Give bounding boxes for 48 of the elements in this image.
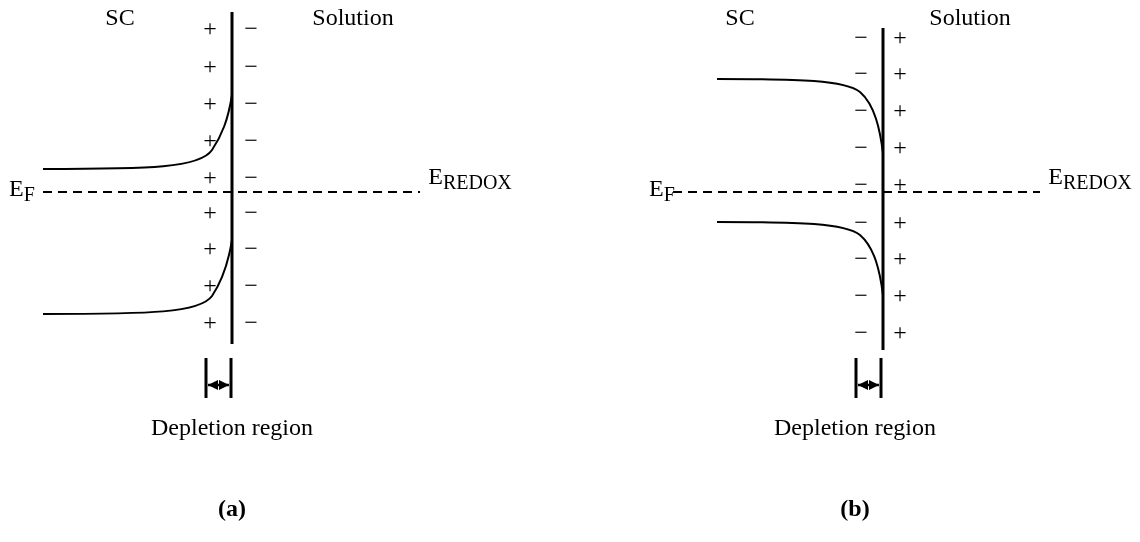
charge-sign: +	[893, 320, 907, 344]
charge-sign: −	[854, 135, 868, 159]
dimension-label: Depletion region	[151, 415, 313, 439]
charge-sign: −	[854, 98, 868, 122]
charge-sign: −	[244, 200, 258, 224]
charge-sign: −	[244, 128, 258, 152]
charge-sign: −	[244, 165, 258, 189]
charge-sign: −	[854, 25, 868, 49]
charge-sign: +	[203, 91, 217, 115]
charge-sign: +	[893, 246, 907, 270]
charge-sign: −	[244, 91, 258, 115]
charge-sign: −	[854, 246, 868, 270]
energy-level-label: E$_{REDOX}$	[1048, 163, 1132, 193]
charge-sign: −	[244, 236, 258, 260]
charge-sign: +	[893, 25, 907, 49]
region-label: Solution	[312, 5, 394, 29]
charge-sign: −	[244, 16, 258, 40]
charge-sign: +	[893, 172, 907, 196]
charge-sign: −	[854, 210, 868, 234]
charge-sign: −	[244, 310, 258, 334]
charge-sign: +	[203, 310, 217, 334]
charge-sign: −	[854, 61, 868, 85]
charge-sign: −	[244, 273, 258, 297]
charge-sign: −	[854, 283, 868, 307]
charge-sign: +	[203, 16, 217, 40]
region-label: Solution	[929, 5, 1011, 29]
charge-sign: +	[203, 165, 217, 189]
charge-sign: +	[203, 128, 217, 152]
charge-sign: +	[893, 61, 907, 85]
energy-level-label: E$_{F}$	[649, 175, 675, 205]
charge-sign: −	[854, 320, 868, 344]
panel-caption: (b)	[840, 496, 870, 520]
panel-caption: (a)	[218, 496, 246, 520]
dimension-label: Depletion region	[774, 415, 936, 439]
charge-sign: −	[854, 172, 868, 196]
charge-sign: +	[893, 210, 907, 234]
charge-sign: +	[893, 135, 907, 159]
charge-sign: +	[203, 200, 217, 224]
charge-sign: +	[203, 236, 217, 260]
charge-sign: +	[203, 54, 217, 78]
charge-sign: −	[244, 54, 258, 78]
charge-sign: +	[893, 283, 907, 307]
charge-sign: +	[893, 98, 907, 122]
energy-level-label: E$_{F}$	[9, 175, 35, 205]
region-label: SC	[105, 5, 135, 29]
charge-sign: +	[203, 273, 217, 297]
energy-level-label: E$_{REDOX}$	[428, 163, 512, 193]
region-label: SC	[725, 5, 755, 29]
